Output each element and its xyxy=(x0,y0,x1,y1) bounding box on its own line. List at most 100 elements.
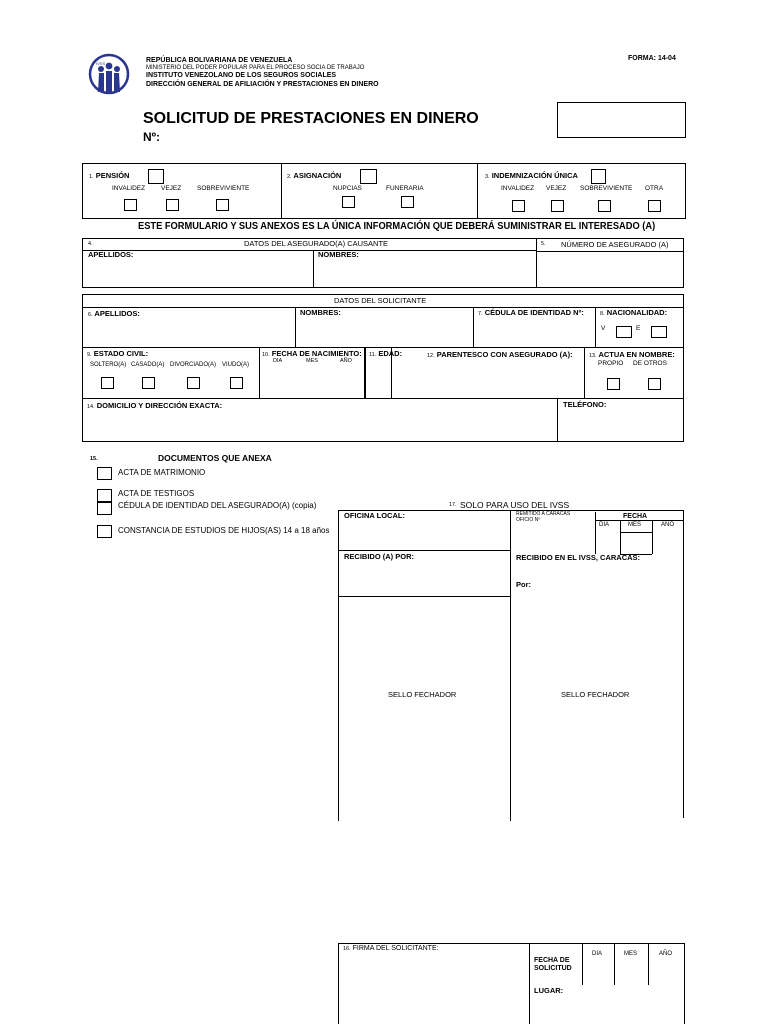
doc-acta-matrimonio-checkbox[interactable] xyxy=(97,467,112,480)
documents-num: 15. xyxy=(90,456,98,462)
pension-vejez-checkbox[interactable] xyxy=(166,199,179,211)
fecha-solicitud-label: FECHA DE SOLICITUD xyxy=(534,957,572,973)
doc-constancia-checkbox[interactable] xyxy=(97,525,112,538)
doc-acta-testigos-checkbox[interactable] xyxy=(97,489,112,502)
estado-option-viudo: VIUDO(A) xyxy=(222,362,249,368)
asignacion-nupcias-checkbox[interactable] xyxy=(342,196,355,208)
fecha-dia: DIA xyxy=(273,358,283,364)
telefono-label: TELÉFONO: xyxy=(563,400,607,409)
asignacion-checkbox[interactable] xyxy=(360,169,377,184)
insured-title: DATOS DEL ASEGURADO(A) CAUSANTE xyxy=(244,239,389,248)
indemnizacion-checkbox[interactable] xyxy=(591,169,606,184)
sello-fechador-right: SELLO FECHADOR xyxy=(561,690,630,699)
asignacion-option-nupcias: NUPCIAS xyxy=(333,185,362,192)
solicitud-dia: DIA xyxy=(592,951,603,957)
fecha-mes: MES xyxy=(306,358,318,364)
lugar-label: LUGAR: xyxy=(534,986,564,995)
asignacion-label: 2. ASIGNACIÓN xyxy=(287,171,342,180)
doc-cedula: CÉDULA DE IDENTIDAD DEL ASEGURADO(A) (co… xyxy=(118,501,317,510)
indemnizacion-option-invalidez: INVALIDEZ xyxy=(501,185,535,192)
fecha-nacimiento-label: 10. FECHA DE NACIMIENTO: xyxy=(262,349,362,358)
parentesco-label: 12. PARENTESCO CON ASEGURADO (A): xyxy=(427,350,573,359)
nacionalidad-e-checkbox[interactable] xyxy=(651,326,667,338)
pension-sobreviviente-checkbox[interactable] xyxy=(216,199,229,211)
signature-section xyxy=(338,943,685,1024)
page-title: SOLICITUD DE PRESTACIONES EN DINERO xyxy=(143,110,479,127)
applicant-apellidos-label: 6. APELLIDOS: xyxy=(88,309,140,318)
actua-option-propio: PROPIO xyxy=(598,360,624,367)
indemnizacion-option-vejez: VEJEZ xyxy=(546,185,567,192)
office-fecha-dia: DIA xyxy=(599,522,610,528)
form-number-box[interactable] xyxy=(557,102,686,138)
insured-number-label: NÚMERO DE ASEGURADO (A) xyxy=(561,240,669,249)
pension-checkbox[interactable] xyxy=(148,169,164,184)
estado-option-divorciado: DIVORCIADO(A) xyxy=(170,362,217,368)
actua-option-otros: DE OTROS xyxy=(633,360,667,367)
pension-option-invalidez: INVALIDEZ xyxy=(112,185,146,192)
recibido-ivss-label: RECIBIDO EN EL IVSS, CARACAS: xyxy=(516,553,641,562)
insured-number-num: 5. xyxy=(541,241,546,247)
estado-option-soltero: SOLTERO(A) xyxy=(90,362,127,368)
doc-cedula-checkbox[interactable] xyxy=(97,502,112,515)
asignacion-funeraria-checkbox[interactable] xyxy=(401,196,414,208)
nacionalidad-v-checkbox[interactable] xyxy=(616,326,632,338)
indemnizacion-option-otra: OTRA xyxy=(645,185,664,192)
sello-fechador-left: SELLO FECHADOR xyxy=(388,690,457,699)
insured-num: 4. xyxy=(88,241,93,247)
office-fecha-ano: AÑO xyxy=(661,522,675,528)
notice-text: ESTE FORMULARIO Y SUS ANEXOS ES LA ÚNICA… xyxy=(138,221,656,232)
remitido-label: REMITIDO A CARACAS xyxy=(516,511,571,517)
doc-constancia: CONSTANCIA DE ESTUDIOS DE HIJOS(AS) 14 a… xyxy=(118,526,330,535)
header-ministry: MINISTERIO DEL PODER POPULAR PARA EL PRO… xyxy=(146,65,365,71)
viudo-checkbox[interactable] xyxy=(230,377,243,389)
office-title: SOLO PARA USO DEL IVSS xyxy=(460,500,570,510)
nacionalidad-v-label: V xyxy=(601,325,606,332)
indemnizacion-otra-checkbox[interactable] xyxy=(648,200,661,212)
indemnizacion-invalidez-checkbox[interactable] xyxy=(512,200,525,212)
header-country: REPÚBLICA BOLIVARIANA DE VENEZUELA xyxy=(146,57,293,64)
pension-option-sobreviviente: SOBREVIVIENTE xyxy=(197,185,250,192)
estado-option-casado: CASADO(A) xyxy=(131,362,165,368)
recibido-por-label: RECIBIDO (A) POR: xyxy=(344,552,414,561)
applicant-section xyxy=(82,294,684,442)
ivss-logo: IVSS xyxy=(88,52,130,96)
indemnizacion-label: 3. INDEMNIZACIÓN ÚNICA xyxy=(485,171,578,180)
edad-label: 11. EDAD: xyxy=(369,349,403,358)
firma-label: 16. FIRMA DEL SOLICITANTE: xyxy=(343,945,439,952)
benefit-type-box xyxy=(82,163,686,219)
form-code: FORMA: 14-04 xyxy=(628,55,676,62)
nacionalidad-e-label: E xyxy=(636,325,641,332)
asignacion-option-funeraria: FUNERARIA xyxy=(386,185,424,192)
indemnizacion-sobreviviente-checkbox[interactable] xyxy=(598,200,611,212)
divorciado-checkbox[interactable] xyxy=(187,377,200,389)
pension-invalidez-checkbox[interactable] xyxy=(124,199,137,211)
propio-checkbox[interactable] xyxy=(607,378,620,390)
doc-acta-testigos: ACTA DE TESTIGOS xyxy=(118,489,195,498)
header-institute: INSTITUTO VENEZOLANO DE LOS SEGUROS SOCI… xyxy=(146,72,337,79)
otros-checkbox[interactable] xyxy=(648,378,661,390)
office-fecha-mes: MES xyxy=(628,522,642,528)
office-fecha-label: FECHA xyxy=(623,513,648,520)
casado-checkbox[interactable] xyxy=(142,377,155,389)
soltero-checkbox[interactable] xyxy=(101,377,114,389)
applicant-title: DATOS DEL SOLICITANTE xyxy=(334,296,427,305)
insured-section xyxy=(82,238,684,288)
oficina-local-label: OFICINA LOCAL: xyxy=(344,511,405,520)
domicilio-label: 14. DOMICILIO Y DIRECCIÓN EXACTA: xyxy=(87,401,223,410)
insured-nombres-label: NOMBRES: xyxy=(318,250,359,259)
solicitud-mes: MES xyxy=(624,951,638,957)
insured-apellidos-label: APELLIDOS: xyxy=(88,250,134,259)
applicant-nacionalidad-label: 8. NACIONALIDAD: xyxy=(600,308,668,317)
fecha-ano: AÑO xyxy=(340,358,352,364)
estado-civil-label: 9. ESTADO CIVIL: xyxy=(87,349,149,358)
actua-label: 13. ACTUA EN NOMBRE: xyxy=(589,350,675,359)
applicant-cedula-label: 7. CÉDULA DE IDENTIDAD Nº: xyxy=(478,308,584,317)
por-label: Por: xyxy=(516,580,531,589)
doc-acta-matrimonio: ACTA DE MATRIMONIO xyxy=(118,468,206,477)
pension-label: 1. PENSIÓN xyxy=(89,171,130,180)
indemnizacion-vejez-checkbox[interactable] xyxy=(551,200,564,212)
indemnizacion-option-sobreviviente: SOBREVIVIENTE xyxy=(580,185,633,192)
documents-title: DOCUMENTOS QUE ANEXA xyxy=(158,453,272,463)
oficio-label: OFICIO Nº xyxy=(516,517,541,523)
applicant-nombres-label: NOMBRES: xyxy=(300,308,341,317)
